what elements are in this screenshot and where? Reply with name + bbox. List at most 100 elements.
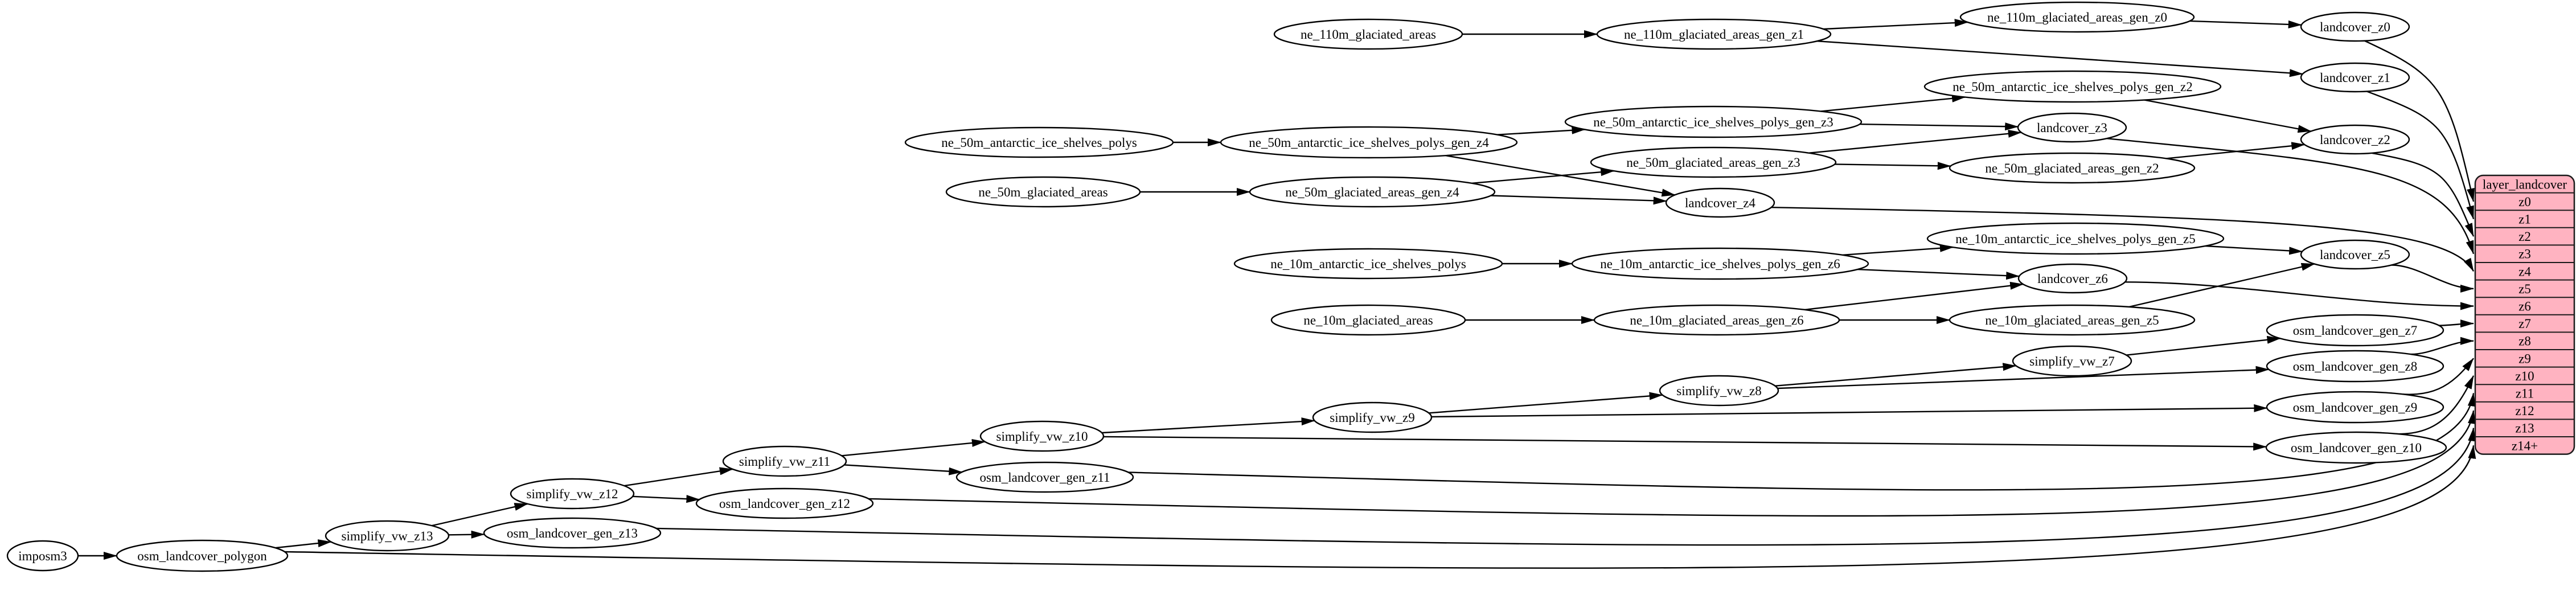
node-label-ne_110m_glaciated_areas_gen_z1: ne_110m_glaciated_areas_gen_z1 xyxy=(1624,27,1804,42)
edge-ne_50m_glaciated_areas_gen_z3-ne_50m_glaciated_areas_gen_z2 xyxy=(1835,162,1951,170)
edge-ne_10m_antarctic_ice_shelves_polys_gen_z5-landcover_z5 xyxy=(2205,245,2303,255)
edge-landcover_z4-layer-z4 xyxy=(1771,207,2475,272)
node-label-osm_landcover_gen_z13: osm_landcover_gen_z13 xyxy=(507,526,638,540)
node-label-simplify_vw_z11: simplify_vw_z11 xyxy=(739,454,830,469)
edge-landcover_z1-layer-z1 xyxy=(2366,91,2475,220)
layer-table-row-z3: z3 xyxy=(2518,247,2531,261)
edge-ne_10m_glaciated_areas_gen_z6-landcover_z6 xyxy=(1804,281,2024,311)
node-landcover_z4 xyxy=(1665,187,1775,218)
node-label-ne_50m_antarctic_ice_shelves_polys_gen_z2: ne_50m_antarctic_ice_shelves_polys_gen_z… xyxy=(1952,80,2193,94)
node-label-landcover_z5: landcover_z5 xyxy=(2320,248,2390,262)
node-landcover_z5 xyxy=(2300,239,2410,270)
edge-simplify_vw_z12-osm_landcover_gen_z12 xyxy=(633,495,700,503)
layer-table-row-z1: z1 xyxy=(2518,212,2531,227)
node-label-landcover_z2: landcover_z2 xyxy=(2320,133,2390,147)
node-simplify_vw_z13 xyxy=(325,520,450,552)
layer-table-row-z4: z4 xyxy=(2518,264,2531,278)
edge-landcover_z2-layer-z2 xyxy=(2371,152,2475,237)
node-ne_10m_antarctic_ice_shelves_polys_gen_z5 xyxy=(1926,222,2225,255)
node-label-ne_10m_glaciated_areas: ne_10m_glaciated_areas xyxy=(1303,313,1433,327)
node-landcover_z1 xyxy=(2300,62,2410,93)
edge-simplify_vw_z11-osm_landcover_gen_z11 xyxy=(844,464,963,475)
edge-landcover_z3-layer-z3 xyxy=(2106,138,2475,255)
node-label-simplify_vw_z13: simplify_vw_z13 xyxy=(342,529,433,543)
node-osm_landcover_polygon xyxy=(116,539,289,572)
layer-table-row-z12: z12 xyxy=(2515,404,2534,418)
node-imposm3 xyxy=(6,540,79,572)
node-label-osm_landcover_gen_z7: osm_landcover_gen_z7 xyxy=(2293,323,2417,338)
node-ne_110m_glaciated_areas_gen_z0 xyxy=(1959,1,2195,33)
node-osm_landcover_gen_z9 xyxy=(2266,391,2444,424)
edge-ne_50m_antarctic_ice_shelves_polys_gen_z3-ne_50m_antarctic_ice_shelves_polys_gen_z2 xyxy=(1820,94,1966,112)
layer-table-row-z9: z9 xyxy=(2518,351,2531,366)
node-ne_50m_antarctic_ice_shelves_polys_gen_z3 xyxy=(1564,105,1863,138)
node-label-osm_landcover_gen_z9: osm_landcover_gen_z9 xyxy=(2293,400,2417,415)
edge-ne_50m_antarctic_ice_shelves_polys_gen_z3-landcover_z3 xyxy=(1859,122,2019,131)
node-simplify_vw_z12 xyxy=(510,478,635,510)
node-label-landcover_z6: landcover_z6 xyxy=(2037,272,2108,286)
node-label-ne_10m_antarctic_ice_shelves_polys_gen_z5: ne_10m_antarctic_ice_shelves_polys_gen_z… xyxy=(1955,232,2196,246)
edge-ne_10m_antarctic_ice_shelves_polys_gen_z6-ne_10m_antarctic_ice_shelves_polys_gen_z5 xyxy=(1843,244,1954,256)
edge-osm_landcover_polygon-layer-z14+ xyxy=(284,445,2476,569)
edge-osm_landcover_gen_z13-layer-z13 xyxy=(656,427,2476,546)
node-ne_50m_antarctic_ice_shelves_polys xyxy=(904,126,1174,158)
edge-simplify_vw_z9-simplify_vw_z8 xyxy=(1429,392,1663,414)
node-label-ne_10m_antarctic_ice_shelves_polys_gen_z6: ne_10m_antarctic_ice_shelves_polys_gen_z… xyxy=(1600,257,1840,271)
edge-ne_50m_antarctic_ice_shelves_polys_gen_z2-landcover_z2 xyxy=(2144,99,2312,133)
node-osm_landcover_gen_z7 xyxy=(2266,314,2444,347)
edge-ne_110m_glaciated_areas_gen_z1-ne_110m_glaciated_areas_gen_z0 xyxy=(1823,19,1968,30)
node-ne_10m_antarctic_ice_shelves_polys_gen_z6 xyxy=(1571,247,1869,280)
node-ne_110m_glaciated_areas_gen_z1 xyxy=(1596,18,1832,50)
node-ne_10m_glaciated_areas_gen_z6 xyxy=(1593,304,1840,336)
edge-simplify_vw_z10-simplify_vw_z9 xyxy=(1102,417,1315,434)
node-ne_50m_glaciated_areas_gen_z3 xyxy=(1590,146,1837,178)
edge-ne_50m_glaciated_areas_gen_z4-ne_50m_glaciated_areas_gen_z3 xyxy=(1471,168,1615,184)
node-label-ne_50m_glaciated_areas_gen_z4: ne_50m_glaciated_areas_gen_z4 xyxy=(1285,185,1459,199)
node-label-osm_landcover_gen_z8: osm_landcover_gen_z8 xyxy=(2293,359,2417,374)
edge-osm_landcover_gen_z7-layer-z7 xyxy=(2439,319,2474,328)
edge-ne_110m_glaciated_areas_gen_z0-landcover_z0 xyxy=(2189,20,2302,28)
edges-layer xyxy=(78,19,2476,569)
layer-table-row-z0: z0 xyxy=(2518,195,2531,209)
node-label-simplify_vw_z9: simplify_vw_z9 xyxy=(1330,411,1415,425)
node-label-ne_50m_glaciated_areas_gen_z2: ne_50m_glaciated_areas_gen_z2 xyxy=(1985,161,2159,175)
node-osm_landcover_gen_z13 xyxy=(483,517,662,549)
table-layer: layer_landcoverz0z1z2z3z4z5z6z7z8z9z10z1… xyxy=(2474,174,2575,455)
edge-simplify_vw_z12-simplify_vw_z11 xyxy=(624,467,733,487)
layer-table-row-z11: z11 xyxy=(2516,387,2534,401)
edge-simplify_vw_z8-simplify_vw_z7 xyxy=(1775,363,2017,387)
layer-table-row-z13: z13 xyxy=(2515,421,2534,436)
node-label-simplify_vw_z8: simplify_vw_z8 xyxy=(1676,384,1762,398)
node-label-osm_landcover_gen_z10: osm_landcover_gen_z10 xyxy=(2291,441,2422,455)
node-label-simplify_vw_z7: simplify_vw_z7 xyxy=(2029,354,2115,368)
node-label-ne_50m_antarctic_ice_shelves_polys_gen_z4: ne_50m_antarctic_ice_shelves_polys_gen_z… xyxy=(1249,136,1489,150)
layer-table-row-z14+: z14+ xyxy=(2512,438,2538,453)
node-ne_10m_glaciated_areas xyxy=(1270,304,1466,336)
node-landcover_z2 xyxy=(2300,124,2410,155)
node-simplify_vw_z9 xyxy=(1312,401,1433,433)
node-label-ne_50m_glaciated_areas_gen_z3: ne_50m_glaciated_areas_gen_z3 xyxy=(1626,155,1800,170)
node-ne_50m_glaciated_areas_gen_z2 xyxy=(1949,152,2196,184)
node-ne_50m_antarctic_ice_shelves_polys_gen_z4 xyxy=(1220,126,1518,159)
node-osm_landcover_gen_z8 xyxy=(2266,350,2444,383)
edge-landcover_z5-layer-z5 xyxy=(2392,264,2474,293)
node-label-osm_landcover_gen_z12: osm_landcover_gen_z12 xyxy=(719,497,850,511)
node-label-ne_110m_glaciated_areas: ne_110m_glaciated_areas xyxy=(1301,27,1436,42)
edge-simplify_vw_z9-osm_landcover_gen_z9 xyxy=(1431,404,2268,418)
edge-simplify_vw_z13-osm_landcover_gen_z13 xyxy=(448,530,485,539)
node-label-ne_10m_glaciated_areas_gen_z5: ne_10m_glaciated_areas_gen_z5 xyxy=(1985,313,2159,327)
edge-simplify_vw_z11-simplify_vw_z10 xyxy=(841,438,986,457)
node-label-landcover_z4: landcover_z4 xyxy=(1685,196,1755,210)
node-label-imposm3: imposm3 xyxy=(18,549,67,563)
node-osm_landcover_gen_z12 xyxy=(695,487,874,519)
edge-landcover_z0-layer-z0 xyxy=(2364,40,2475,202)
edge-ne_50m_glaciated_areas_gen_z3-landcover_z3 xyxy=(1808,129,2022,154)
node-label-ne_50m_glaciated_areas: ne_50m_glaciated_areas xyxy=(978,185,1107,199)
node-label-simplify_vw_z12: simplify_vw_z12 xyxy=(527,487,618,501)
layer-table-row-z8: z8 xyxy=(2518,334,2531,348)
node-label-ne_110m_glaciated_areas_gen_z0: ne_110m_glaciated_areas_gen_z0 xyxy=(1987,10,2167,24)
layer-table-row-z10: z10 xyxy=(2515,369,2534,383)
edge-ne_110m_glaciated_areas_gen_z1-landcover_z1 xyxy=(1816,40,2303,77)
